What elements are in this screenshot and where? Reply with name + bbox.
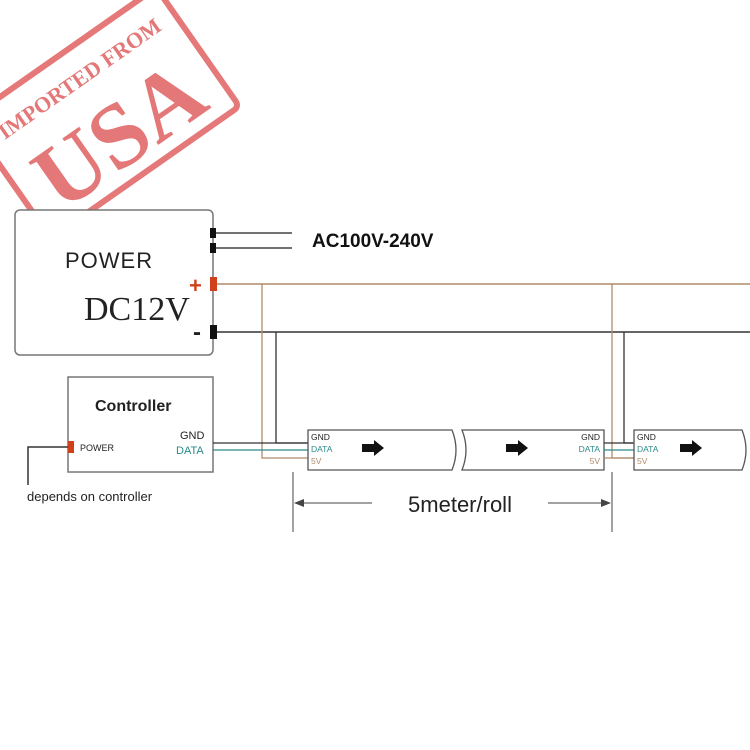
- strip1-in-5v: 5V: [311, 456, 322, 466]
- controller-power-terminal: [68, 441, 74, 453]
- ac-input-label: AC100V-240V: [312, 231, 434, 252]
- led-strip-roll: GND DATA 5V GND DATA 5V: [307, 429, 605, 471]
- strip-segment-right: [461, 429, 605, 471]
- positive-drop-1: [261, 284, 308, 459]
- controller-power-label: POWER: [80, 443, 115, 453]
- power-supply-box: [14, 209, 214, 356]
- imported-from-usa-stamp: IMPORTED FROM USA: [0, 0, 240, 239]
- strip1-in-gnd: GND: [311, 432, 330, 442]
- controller-title: Controller: [95, 398, 171, 415]
- ground-drop-1: [275, 332, 308, 444]
- positive-drop-2: [611, 284, 634, 459]
- direction-arrow-icon: [506, 440, 528, 456]
- strip1-out-gnd: GND: [581, 432, 600, 442]
- controller-gnd-label: GND: [180, 430, 205, 442]
- power-voltage: DC12V: [84, 291, 190, 328]
- controller-data-label: DATA: [176, 445, 204, 457]
- minus-terminal: [210, 325, 217, 339]
- power-title: POWER: [65, 248, 153, 273]
- controller-note: depends on controller: [27, 489, 153, 504]
- arrow-right-icon: [601, 499, 611, 507]
- controller: Controller POWER GND DATA: [67, 376, 214, 473]
- length-dimension: 5meter/roll: [292, 472, 613, 532]
- strip1-out-5v: 5V: [590, 456, 601, 466]
- led-strip-next: GND DATA 5V: [633, 429, 747, 471]
- ac-terminal-1: [210, 228, 216, 238]
- ac-terminal-2: [210, 243, 216, 253]
- strip2-in-data: DATA: [637, 444, 659, 454]
- strip2-in-gnd: GND: [637, 432, 656, 442]
- ground-drop-2: [623, 332, 634, 444]
- plus-terminal: [210, 277, 217, 291]
- stamp-border: [0, 0, 240, 239]
- strip-segment-left: [307, 429, 457, 471]
- controller-box: [67, 376, 214, 473]
- controller-power-wire: [27, 446, 68, 485]
- strip1-out-data: DATA: [579, 444, 601, 454]
- minus-symbol: -: [193, 319, 201, 346]
- power-supply: POWER DC12V + -: [14, 209, 217, 356]
- strip1-in-data: DATA: [311, 444, 333, 454]
- arrow-left-icon: [294, 499, 304, 507]
- plus-symbol: +: [189, 273, 202, 298]
- direction-arrow-icon: [362, 440, 384, 456]
- direction-arrow-icon: [680, 440, 702, 456]
- strip2-in-5v: 5V: [637, 456, 648, 466]
- length-label: 5meter/roll: [408, 492, 512, 517]
